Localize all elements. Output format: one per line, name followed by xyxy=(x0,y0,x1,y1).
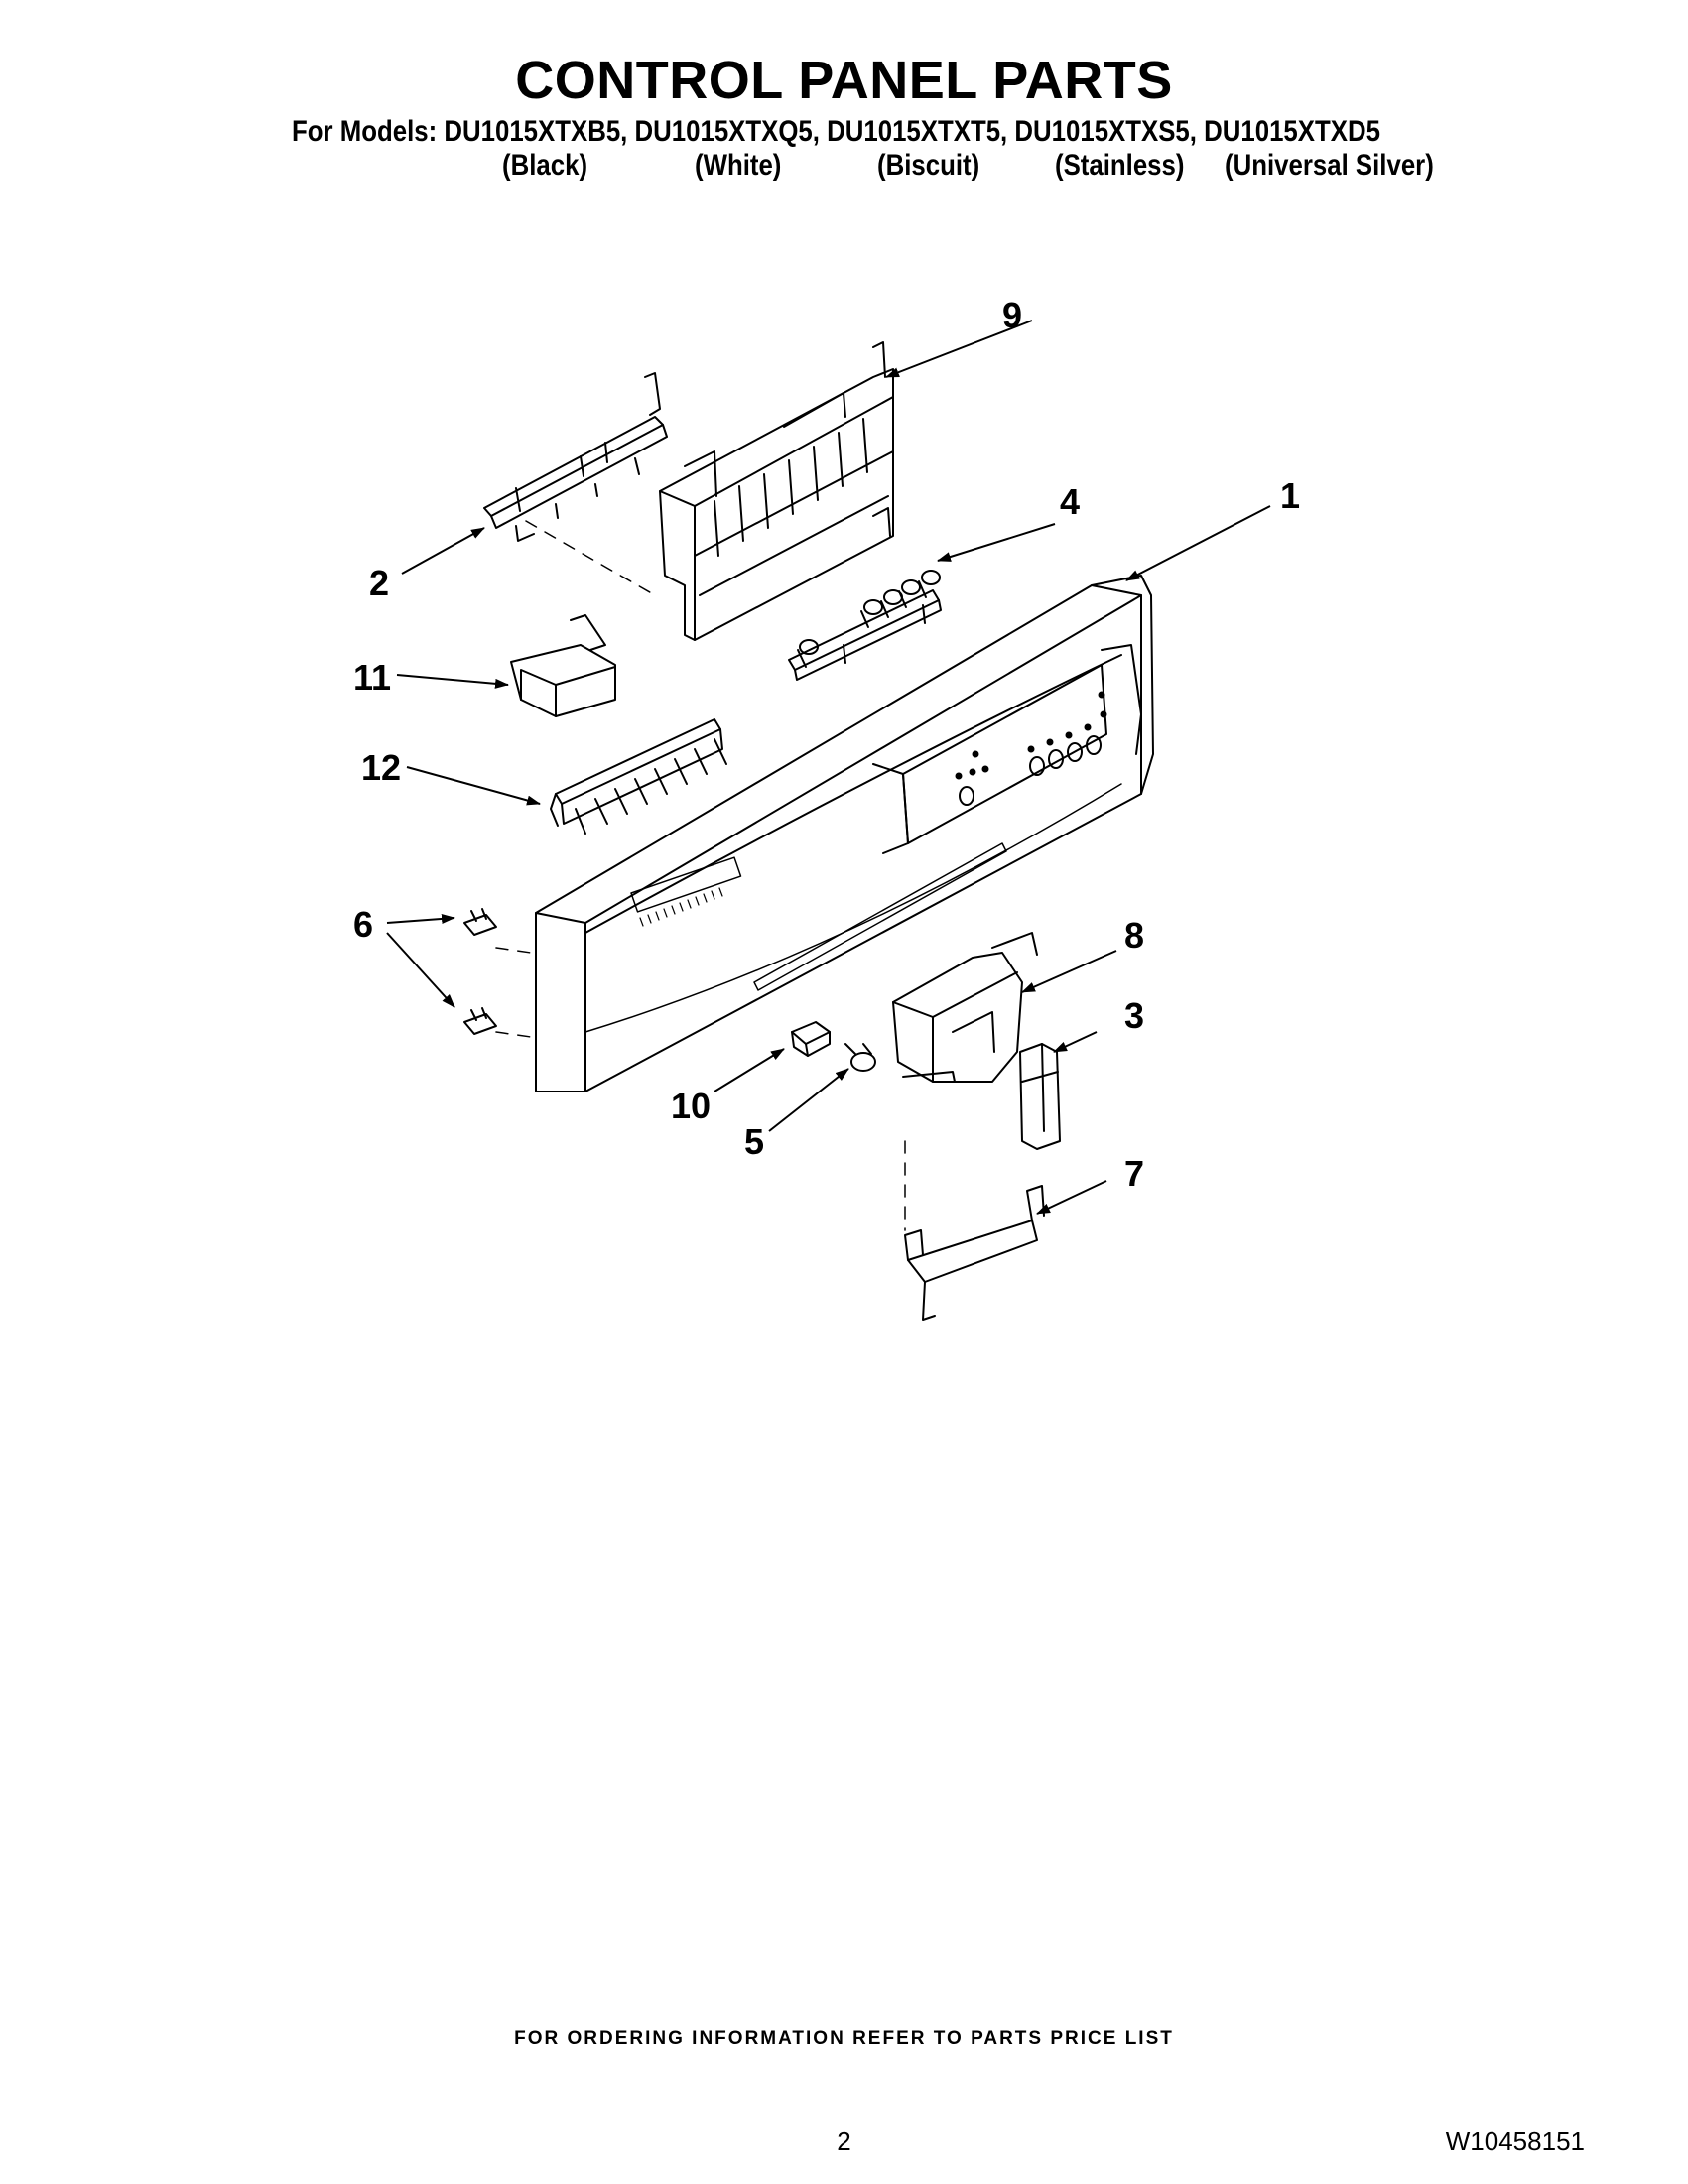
callout-5: 5 xyxy=(744,1121,764,1162)
color-label-black: (Black) xyxy=(502,149,588,182)
callout-11: 11 xyxy=(353,657,391,698)
part-10-switch xyxy=(791,1021,831,1057)
part-12-harness xyxy=(550,718,727,835)
part-2-bracket xyxy=(483,372,668,542)
part-3-actuator xyxy=(1019,1043,1061,1150)
document-number: W10458151 xyxy=(1445,2126,1585,2156)
color-label-biscuit: (Biscuit) xyxy=(877,149,980,182)
callout-8: 8 xyxy=(1124,915,1144,956)
callout-6: 6 xyxy=(353,904,373,945)
callout-4: 4 xyxy=(1060,481,1080,522)
part-7-lever xyxy=(904,1185,1045,1321)
callout-1: 1 xyxy=(1280,475,1300,516)
part-8-door-latch xyxy=(892,932,1038,1083)
part-4-switch-assembly xyxy=(788,570,942,681)
callout-2: 2 xyxy=(369,563,389,603)
ordering-note: FOR ORDERING INFORMATION REFER TO PARTS … xyxy=(514,2028,1174,2049)
part-9-control-board xyxy=(659,341,894,641)
callout-12: 12 xyxy=(361,747,401,788)
callout-7: 7 xyxy=(1124,1153,1144,1194)
models-line: For Models: DU1015XTXB5, DU1015XTXQ5, DU… xyxy=(292,115,1380,148)
page-number: 2 xyxy=(837,2126,851,2156)
callout-3: 3 xyxy=(1124,995,1144,1036)
part-6-screws xyxy=(463,908,497,1035)
callout-10: 10 xyxy=(671,1086,711,1126)
part-5-screw xyxy=(844,1043,876,1072)
part-11-shield xyxy=(510,614,616,717)
color-label-stainless: (Stainless) xyxy=(1055,149,1185,182)
page-title: CONTROL PANEL PARTS xyxy=(515,51,1173,110)
color-label-universal-silver: (Universal Silver) xyxy=(1225,149,1434,182)
part-1-control-panel xyxy=(535,575,1154,1092)
color-label-white: (White) xyxy=(695,149,782,182)
callout-9: 9 xyxy=(1002,295,1022,335)
